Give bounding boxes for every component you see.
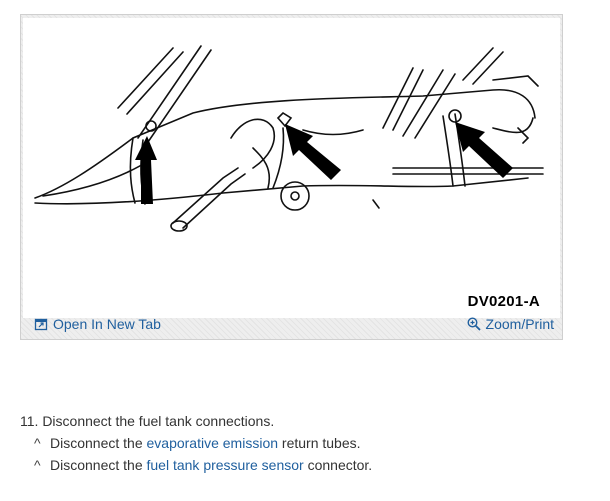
sub-step-prefix: Disconnect the xyxy=(50,457,147,473)
magnifier-zoom-icon xyxy=(467,317,481,331)
sub-step-suffix: return tubes. xyxy=(278,435,361,451)
procedure-steps: 11. Disconnect the fuel tank connections… xyxy=(20,410,590,476)
diagram-drawing xyxy=(34,45,544,232)
evaporative-emission-link[interactable]: evaporative emission xyxy=(146,435,279,451)
open-new-tab-icon xyxy=(34,318,48,331)
sub-step-suffix: connector. xyxy=(303,457,373,473)
fuel-tank-pressure-sensor-link[interactable]: fuel tank pressure sensor xyxy=(146,457,304,473)
sub-step-marker: ^ xyxy=(34,435,41,451)
zoom-print-link[interactable]: Zoom/Print xyxy=(467,316,554,332)
open-in-new-tab-link[interactable]: Open In New Tab xyxy=(34,316,161,332)
figure-card: DV0201-A Open In New Tab Zoom/Print xyxy=(20,14,563,340)
step-heading: 11. Disconnect the fuel tank connections… xyxy=(20,413,275,429)
sub-step-marker: ^ xyxy=(34,457,41,473)
fuel-tank-diagram[interactable]: DV0201-A xyxy=(23,18,560,318)
sub-step-prefix: Disconnect the xyxy=(50,435,147,451)
figure-code: DV0201-A xyxy=(467,293,540,310)
sub-step: ^ Disconnect the fuel tank pressure senso… xyxy=(20,454,590,476)
sub-step: ^ Disconnect the evaporative emission ret… xyxy=(20,432,590,454)
zoom-print-label: Zoom/Print xyxy=(485,316,554,332)
open-in-new-tab-label: Open In New Tab xyxy=(53,316,161,332)
